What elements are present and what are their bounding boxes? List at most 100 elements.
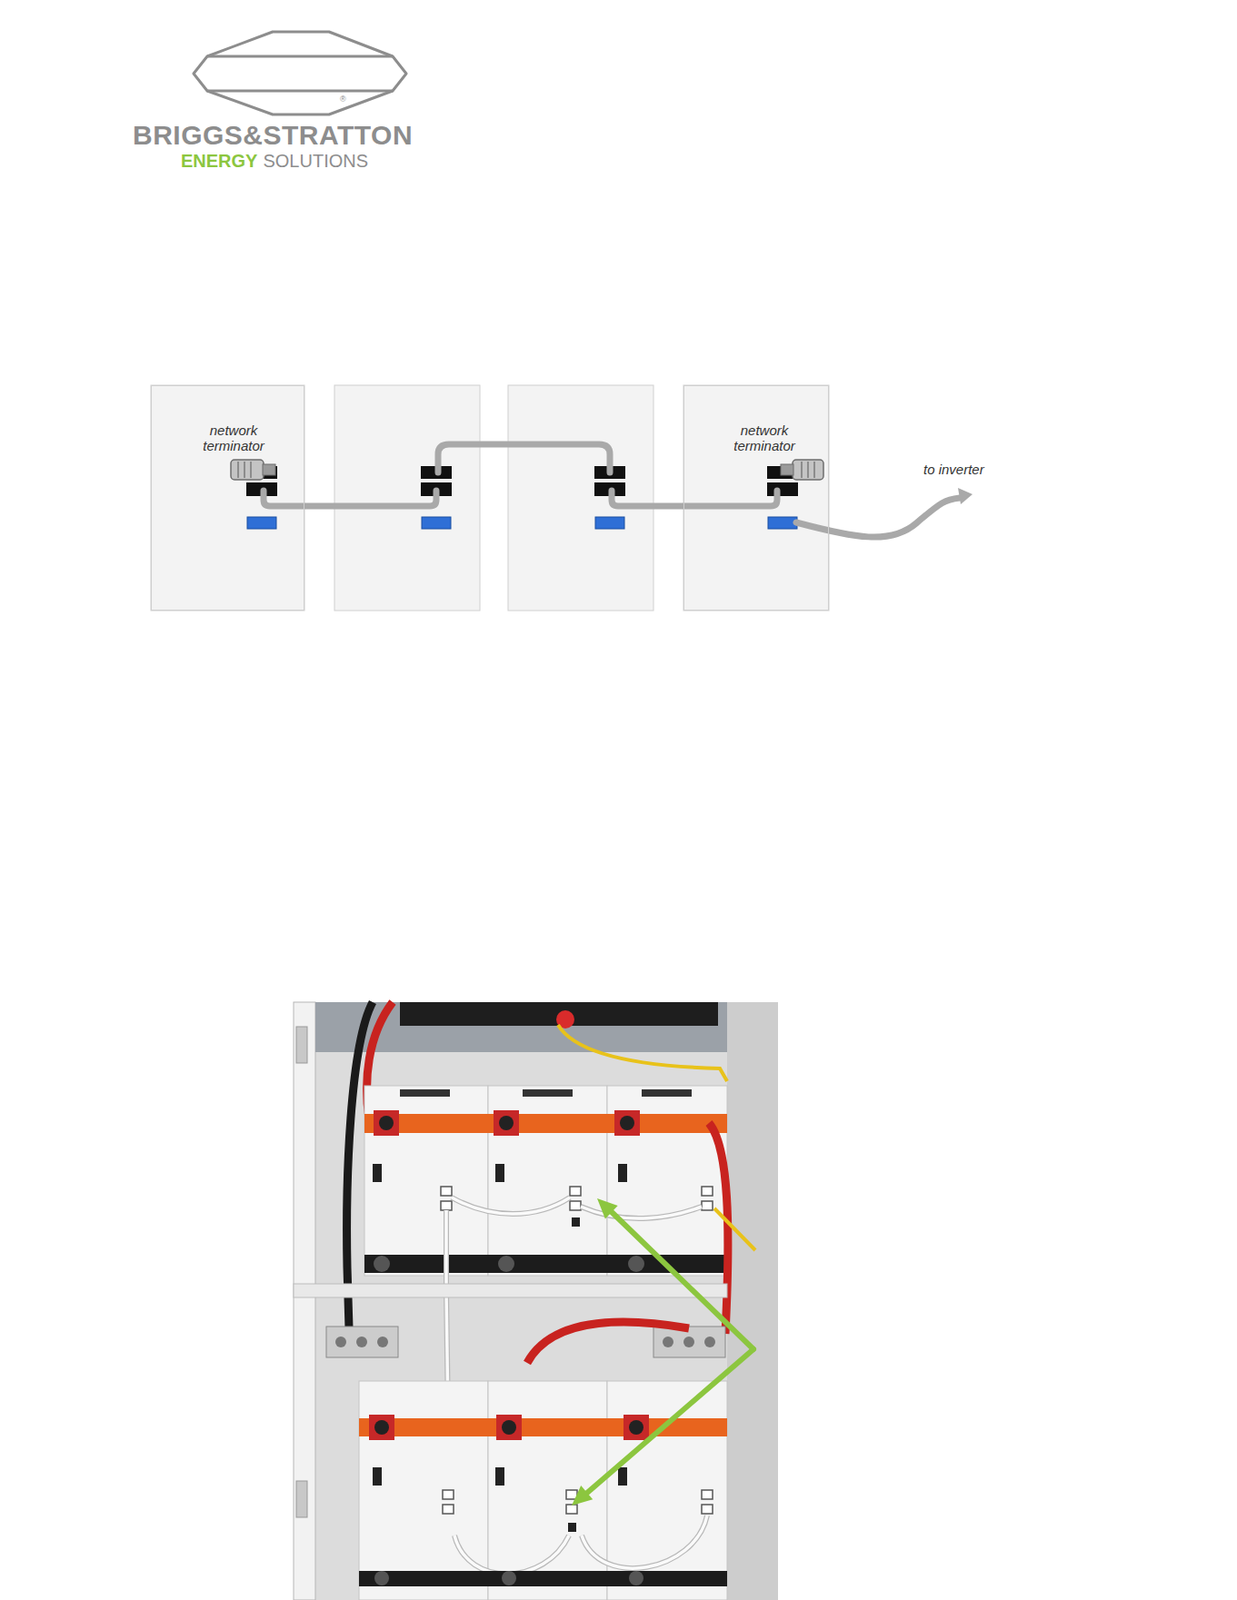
cabinet-photo [701, 1201, 713, 1211]
network-cable [263, 490, 437, 507]
network-terminator-plug [813, 461, 816, 479]
inverter-port [595, 517, 625, 529]
cabinet-photo [653, 1326, 726, 1358]
network-cable [263, 444, 960, 538]
battery-panel [508, 385, 654, 611]
cabinet-photo [296, 1481, 308, 1518]
network-terminator-plug [800, 461, 803, 479]
network-terminator-plug [237, 461, 240, 479]
cabinet-photo [580, 1207, 702, 1219]
cabinet-photo [571, 1217, 580, 1228]
cabinet-photo [454, 1536, 569, 1575]
cabinet-photo [614, 1110, 640, 1137]
cabinet-photo [372, 1164, 382, 1183]
cabinet-photo [498, 1256, 515, 1273]
cabinet-photo [326, 1326, 399, 1358]
cabinet-photo [581, 1516, 708, 1569]
pointer-arrow [571, 1198, 754, 1507]
pointer-arrow [611, 1212, 754, 1350]
cabinet-photo [399, 1089, 450, 1098]
cabinet-photo [701, 1490, 713, 1500]
cabinet-photo [701, 1187, 713, 1197]
cabinet-photo [727, 1002, 779, 1600]
cabinet-photo [373, 1110, 400, 1137]
cabinet-photo [580, 1207, 702, 1219]
cabinet-photo [581, 1516, 708, 1569]
network-cable [796, 498, 960, 538]
cable-note: to inverter [923, 461, 985, 478]
battery-panel [683, 385, 829, 611]
cabinet-photo [356, 1336, 368, 1348]
network-terminator-plug [249, 461, 252, 479]
cabinet-photo [522, 1089, 573, 1098]
network-terminator-plug [792, 459, 824, 480]
cabinet-photo [619, 1116, 635, 1131]
network-port [246, 466, 799, 497]
battery-module: network terminator [683, 385, 829, 611]
cabinet-photo [569, 1187, 581, 1197]
inverter-port [768, 517, 798, 529]
cabinet-photo [293, 1002, 779, 1600]
cabinet-photo [374, 1420, 390, 1436]
network-terminator-plug [807, 461, 809, 479]
node-note: network terminator [188, 422, 280, 454]
inverter-port [247, 517, 798, 529]
cabinet-photo [335, 1336, 347, 1348]
cabinet-photo [527, 1322, 689, 1364]
logo-emblem [207, 31, 393, 57]
battery-panel [150, 385, 305, 611]
cabinet-photo [454, 1516, 708, 1575]
network-terminator-plug [780, 464, 794, 476]
cabinet-photo [708, 1123, 729, 1335]
network-cable [611, 490, 778, 507]
cabinet-photo [568, 1523, 577, 1533]
cabinet-photo [454, 1536, 569, 1575]
cabinet-photo [442, 1490, 454, 1500]
brand-tagline: SOLUTIONS [262, 150, 369, 172]
inverter-port [421, 517, 451, 529]
cabinet-photo [440, 1187, 713, 1211]
cabinet-photo [296, 1027, 308, 1064]
pointer-arrow [587, 1349, 754, 1494]
battery-module: network terminator [150, 385, 305, 611]
arrowhead [957, 488, 973, 505]
cabinet-photo [566, 1505, 578, 1515]
logo-emblem [193, 56, 407, 91]
cabinet-photo [714, 1208, 756, 1251]
cabinet-photo [501, 1420, 517, 1436]
cabinet-photo [662, 1336, 674, 1348]
cabinet-photo [641, 1089, 692, 1098]
cabinet-photo [440, 1201, 452, 1211]
cabinet-photo [496, 1415, 522, 1441]
pointer-arrow [571, 1486, 593, 1507]
network-terminator-plug [243, 461, 246, 479]
cabinet-photo [623, 1415, 649, 1441]
pointer-arrow [597, 1198, 619, 1219]
brand-name: BRIGGS&STRATTON [132, 119, 413, 152]
cabinet-photo [628, 1256, 645, 1273]
cabinet-photo [440, 1187, 452, 1197]
network-terminator-plug [230, 459, 264, 480]
cabinet-photo [701, 1505, 713, 1515]
inverter-port [247, 517, 277, 529]
network-terminator-plug [230, 459, 824, 480]
cabinet-photo [501, 1571, 517, 1587]
cabinet-photo [704, 1336, 716, 1348]
cabinet-photo [442, 1505, 454, 1515]
cabinet-photo [495, 1164, 505, 1183]
cabinet-photo [359, 1571, 728, 1587]
network-cable [438, 444, 610, 473]
cabinet-photo [379, 1116, 394, 1131]
network-terminator-plug [262, 464, 276, 476]
cabinet-photo [451, 1197, 570, 1215]
brand-tagline: ENERGY [180, 150, 258, 172]
battery-panel [334, 385, 480, 611]
cabinet-photo [495, 1467, 505, 1487]
logo-emblem [207, 90, 393, 115]
cabinet-photo [377, 1336, 389, 1348]
cabinet-photo [569, 1201, 581, 1211]
cabinet-photo [359, 1381, 489, 1600]
